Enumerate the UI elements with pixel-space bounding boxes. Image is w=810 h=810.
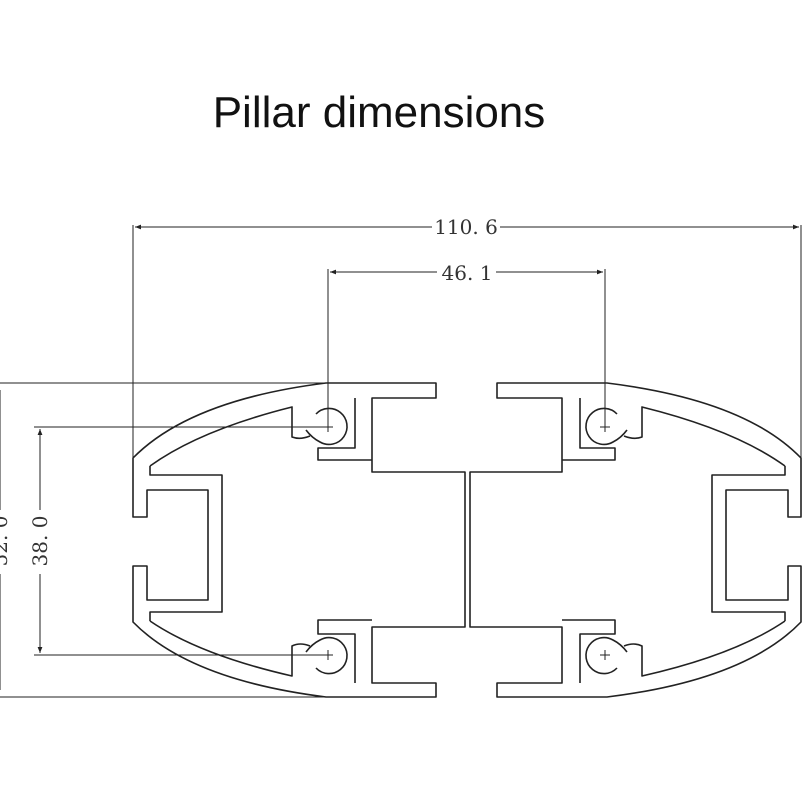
screw-boss-bottom-right — [585, 636, 628, 675]
screw-boss-bottom-left — [305, 636, 348, 675]
page-title: Pillar dimensions — [212, 88, 546, 137]
channel-lip-top-right — [562, 398, 616, 461]
dimension-label-center-spacing: 46. 1 — [442, 261, 493, 285]
inner-wall-bottom-left — [149, 620, 311, 677]
channel-lip-top-left — [317, 398, 372, 461]
channel-lip-bottom-right — [562, 619, 616, 683]
screw-boss-top-right — [585, 407, 628, 446]
inner-wall-bottom-right — [623, 620, 786, 677]
inner-slot-left — [149, 466, 223, 621]
profile-outer-outline — [132, 382, 802, 698]
dimension-label-overall-width: 110. 6 — [434, 215, 498, 239]
inner-slot-right — [711, 466, 786, 621]
inner-wall-top-right — [623, 406, 786, 467]
dimension-label-center-height: 38. 0 — [28, 516, 52, 567]
dimension-label-overall-height: 52. 0 — [0, 516, 12, 567]
channel-lip-bottom-left — [317, 619, 372, 683]
dimension-overall-width: 110. 6 — [132, 215, 802, 462]
screw-bosses — [305, 407, 628, 675]
screw-boss-top-left — [305, 407, 348, 446]
profile-inner-walls — [149, 398, 786, 683]
inner-wall-top-left — [149, 406, 311, 467]
dimension-overall-height: 52. 0 — [0, 382, 326, 698]
dimension-center-height: 38. 0 — [28, 426, 328, 656]
dimension-center-spacing: 46. 1 — [327, 261, 606, 428]
